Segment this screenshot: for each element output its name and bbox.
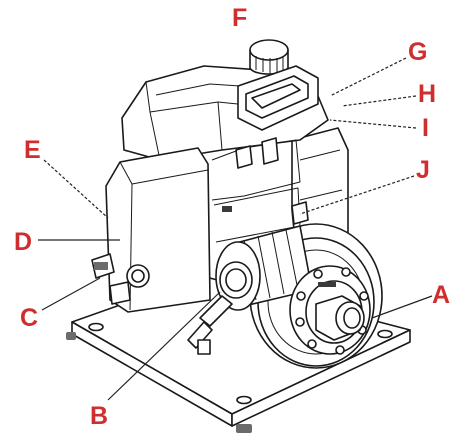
leader-j bbox=[299, 175, 415, 215]
throttle-linkage bbox=[211, 137, 309, 243]
callout-e: E bbox=[24, 136, 41, 164]
leader-h bbox=[341, 95, 417, 107]
recoil-starter-housing bbox=[105, 147, 211, 313]
leader-i bbox=[329, 119, 417, 129]
callout-f: F bbox=[232, 4, 247, 32]
leader-a bbox=[371, 295, 433, 319]
callout-a: A bbox=[432, 281, 450, 309]
callout-j: J bbox=[416, 156, 430, 184]
leader-c bbox=[41, 277, 101, 311]
leader-lines bbox=[38, 57, 433, 401]
choke-lever bbox=[91, 253, 131, 305]
callout-h: H bbox=[418, 80, 436, 108]
leader-b bbox=[107, 291, 221, 401]
callout-g: G bbox=[408, 38, 427, 66]
leader-g bbox=[329, 57, 407, 97]
callout-i: I bbox=[422, 114, 429, 142]
inlet-nozzle bbox=[315, 295, 365, 341]
callout-d: D bbox=[14, 228, 32, 256]
spark-plug-cap bbox=[187, 261, 253, 355]
fuel-cap bbox=[249, 39, 289, 75]
leader-e bbox=[43, 159, 109, 219]
carry-handle bbox=[237, 65, 319, 131]
callout-b: B bbox=[90, 402, 108, 430]
callout-c: C bbox=[20, 304, 38, 332]
callout-labels: A B C D E F G H I J bbox=[14, 4, 450, 430]
